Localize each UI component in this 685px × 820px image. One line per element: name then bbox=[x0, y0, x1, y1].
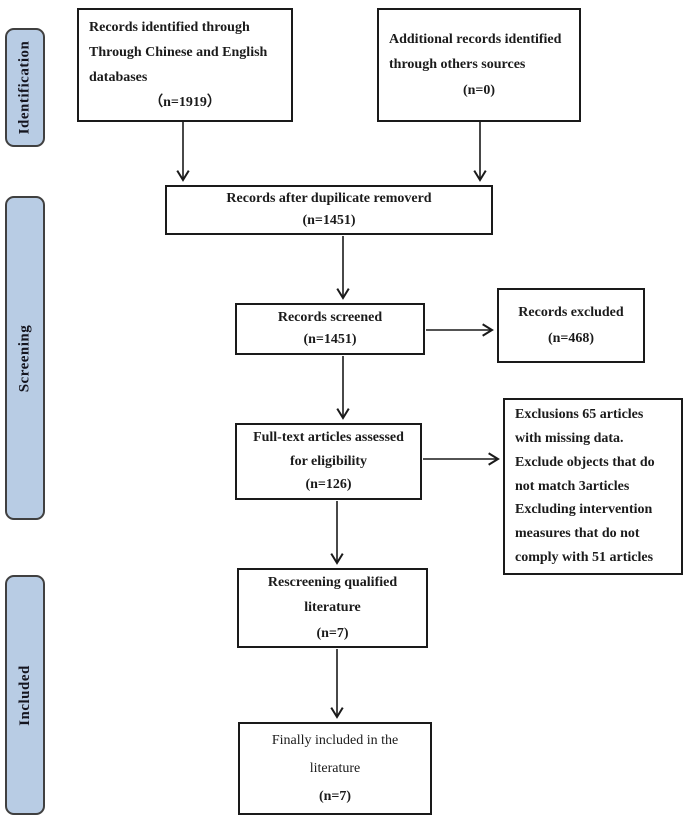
box-exclusion-reasons: Exclusions 65 articles with missing data… bbox=[503, 398, 683, 575]
box-finally-included-text: Finally included in the literature bbox=[271, 732, 399, 776]
box-additional-records-count: (n=0) bbox=[462, 82, 496, 98]
box-records-screened: Records screened (n=1451) bbox=[235, 303, 425, 355]
box-fulltext-assessed-text: Full-text articles assessed for eligibil… bbox=[253, 429, 404, 469]
stage-included: Included bbox=[5, 575, 45, 815]
box-finally-included: Finally included in the literature (n=7) bbox=[238, 722, 432, 815]
box-exclusion-reasons-text: Exclusions 65 articles with missing data… bbox=[515, 407, 655, 565]
box-records-screened-text: Records screened bbox=[277, 309, 383, 325]
box-records-identified-text: Records identified through Through Chine… bbox=[89, 19, 268, 85]
box-rescreening-qualified-text: Rescreening qualified literature bbox=[267, 575, 398, 616]
box-fulltext-assessed: Full-text articles assessed for eligibil… bbox=[235, 423, 422, 500]
stage-screening: Screening bbox=[5, 196, 45, 520]
box-records-identified: Records identified through Through Chine… bbox=[77, 8, 293, 122]
box-records-excluded-text: Records excluded bbox=[518, 305, 624, 321]
box-records-excluded: Records excluded (n=468) bbox=[497, 288, 645, 363]
box-records-identified-count: （n=1919） bbox=[149, 95, 221, 111]
box-rescreening-qualified: Rescreening qualified literature (n=7) bbox=[237, 568, 428, 648]
box-duplicates-removed-count: (n=1451) bbox=[302, 213, 356, 228]
box-rescreening-qualified-count: (n=7) bbox=[316, 625, 349, 641]
stage-screening-label: Screening bbox=[16, 324, 33, 392]
box-records-excluded-count: (n=468) bbox=[547, 330, 595, 346]
box-fulltext-assessed-count: (n=126) bbox=[305, 477, 352, 493]
box-records-screened-count: (n=1451) bbox=[303, 332, 357, 347]
box-duplicates-removed: Records after dupilicate removerd (n=145… bbox=[165, 185, 493, 235]
box-duplicates-removed-text: Records after dupilicate removerd bbox=[226, 190, 432, 206]
box-finally-included-count: (n=7) bbox=[318, 788, 352, 804]
stage-included-label: Included bbox=[16, 664, 33, 726]
box-additional-records-text: Additional records identified through ot… bbox=[389, 32, 562, 73]
box-additional-records: Additional records identified through ot… bbox=[377, 8, 581, 122]
stage-identification-label: Identification bbox=[16, 40, 33, 135]
stage-identification: Identification bbox=[5, 28, 45, 147]
